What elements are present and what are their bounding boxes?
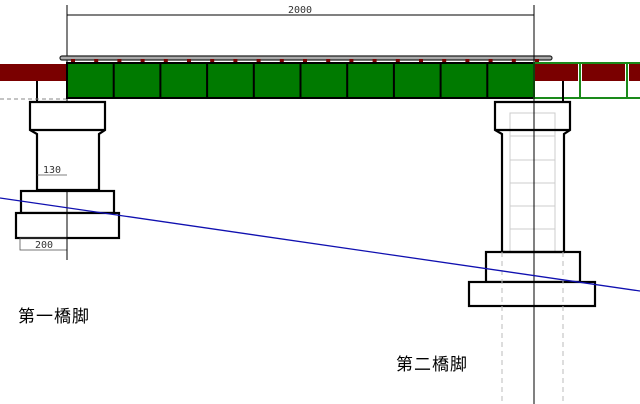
bearing-dot: [465, 59, 470, 63]
bearing-dot: [535, 59, 539, 63]
bearing-dot: [279, 59, 284, 63]
bearing-dot: [187, 59, 191, 63]
bearing-dot: [210, 59, 215, 63]
bearing-dot: [303, 59, 307, 63]
bearing-dot: [140, 59, 145, 63]
ground-line: [0, 197, 640, 292]
bearing-dot: [419, 59, 423, 63]
bearing-dot: [233, 59, 238, 63]
bearing-dot: [256, 59, 261, 63]
bearing-dot: [94, 59, 99, 63]
bearing-dot: [349, 59, 354, 63]
bearing-dot: [372, 59, 377, 63]
span-dimension: 2000: [288, 5, 312, 16]
bearing-dot: [163, 59, 168, 63]
bearing-dot: [395, 59, 400, 63]
pier-2-label: 第二橋脚: [396, 355, 468, 375]
approach-beam-left: [0, 64, 67, 81]
column-width-dimension: 130: [43, 165, 61, 176]
bearing-dot: [511, 59, 516, 63]
pier-2: [467, 100, 597, 404]
bearing-dot: [326, 59, 331, 63]
bearing-dots: [71, 59, 539, 63]
footing-dimension: 200: [35, 240, 53, 251]
pier-1-label: 第一橋脚: [18, 307, 90, 327]
bearing-dot: [71, 59, 75, 63]
bearing-dot: [117, 59, 122, 63]
bearing-dot: [488, 59, 493, 63]
bearing-dot: [442, 59, 447, 63]
